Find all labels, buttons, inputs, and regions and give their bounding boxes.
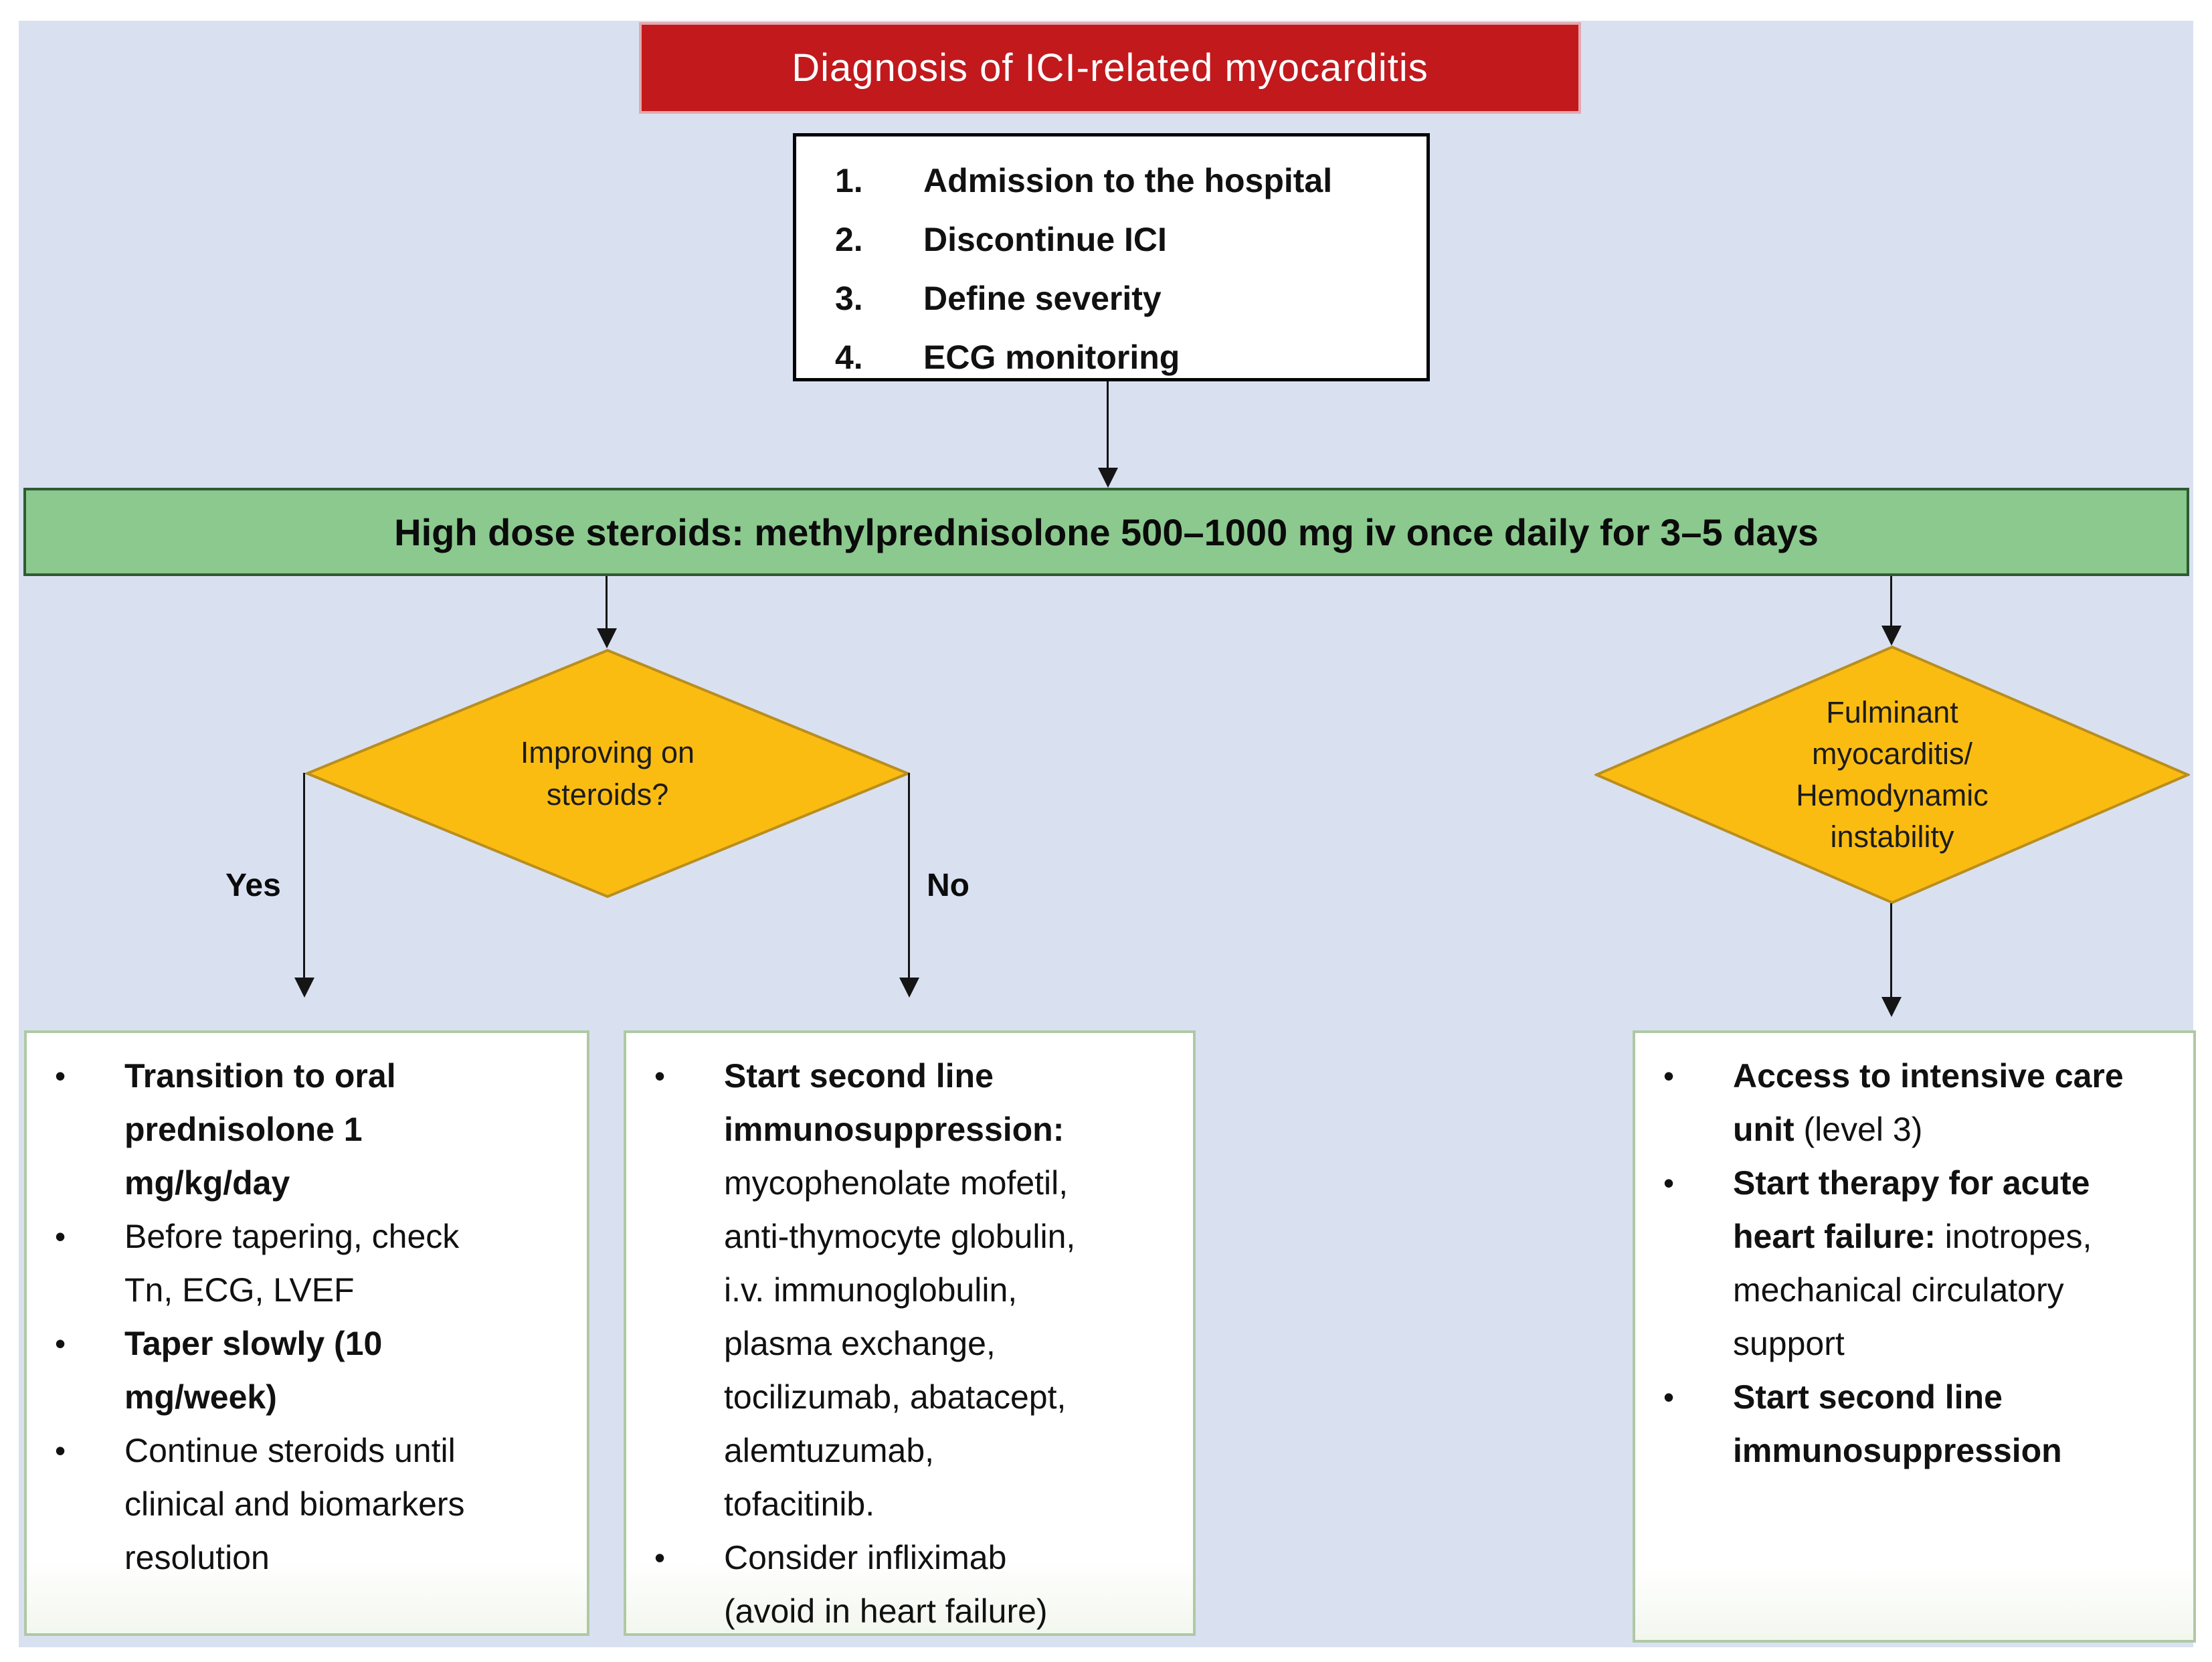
yes-outcome-box: • Transition to oral prednisolone 1 mg/k… bbox=[24, 1030, 589, 1636]
yes-branch-label: Yes bbox=[225, 868, 281, 903]
step-item: 2. Discontinue ICI bbox=[796, 210, 1426, 269]
diagnosis-banner: Diagnosis of ICI-related myocarditis bbox=[639, 22, 1581, 114]
step-number: 3. bbox=[835, 280, 863, 317]
step-item: 3. Define severity bbox=[796, 269, 1426, 328]
diamond-shape-icon bbox=[1594, 646, 2190, 904]
arrow-head-icon bbox=[597, 628, 617, 648]
bullet-text-rest: Consider infliximab (avoid in heart fail… bbox=[724, 1539, 1048, 1630]
banner-title: Diagnosis of ICI-related myocarditis bbox=[792, 46, 1428, 90]
arrow-line bbox=[1890, 903, 1892, 998]
fulminant-decision-label: Fulminant myocarditis/ Hemodynamic insta… bbox=[1796, 695, 1989, 854]
initial-steps-box: 1. Admission to the hospital 2. Disconti… bbox=[793, 133, 1430, 381]
bullet-icon: • bbox=[55, 1326, 66, 1361]
bullet-icon: • bbox=[1663, 1058, 1675, 1093]
bullet-text-rest: inotropes, mechanical circulatory suppor… bbox=[1733, 1218, 2092, 1362]
step-item: 4. ECG monitoring bbox=[796, 328, 1426, 387]
steroids-bar-label: High dose steroids: methylprednisolone 5… bbox=[394, 511, 1819, 553]
arrow-head-icon bbox=[294, 978, 314, 998]
bullet-icon: • bbox=[1663, 1380, 1675, 1414]
no-outcome-box: • Start second line immunosuppression: m… bbox=[624, 1030, 1196, 1636]
improving-decision-diamond: Improving on steroids? bbox=[305, 649, 910, 898]
list-item: • Continue steroids until clinical and b… bbox=[27, 1424, 569, 1584]
bullet-text: Access to intensive care unit (level 3) bbox=[1733, 1049, 2176, 1156]
bullet-text-bold: Start therapy for acute heart failure: bbox=[1733, 1164, 2090, 1255]
list-item: • Access to intensive care unit (level 3… bbox=[1635, 1049, 2176, 1156]
bullet-text-bold: Access to intensive care unit bbox=[1733, 1057, 2124, 1148]
bullet-text-bold: Taper slowly (10 mg/week) bbox=[124, 1325, 383, 1416]
bullet-icon: • bbox=[654, 1540, 666, 1575]
arrow-line bbox=[1890, 576, 1892, 627]
bullet-text-rest: Continue steroids until clinical and bio… bbox=[124, 1432, 465, 1576]
bullet-text-bold: Transition to oral prednisolone 1 mg/kg/… bbox=[124, 1057, 396, 1202]
list-item: • Start therapy for acute heart failure:… bbox=[1635, 1156, 2176, 1370]
list-item: • Transition to oral prednisolone 1 mg/k… bbox=[27, 1049, 569, 1210]
step-label: Discontinue ICI bbox=[923, 221, 1167, 258]
bullet-text: Start second line immunosuppression: myc… bbox=[724, 1049, 1176, 1531]
bullet-text: Start therapy for acute heart failure: i… bbox=[1733, 1156, 2176, 1370]
bullet-icon: • bbox=[55, 1433, 66, 1468]
step-item: 1. Admission to the hospital bbox=[796, 151, 1426, 210]
bullet-text-bold: Start second line immunosuppression bbox=[1733, 1378, 2062, 1469]
fulminant-outcome-box: • Access to intensive care unit (level 3… bbox=[1633, 1030, 2196, 1643]
arrow-line bbox=[303, 773, 305, 979]
step-label: Define severity bbox=[923, 280, 1162, 317]
fulminant-decision-diamond: Fulminant myocarditis/ Hemodynamic insta… bbox=[1594, 646, 2190, 904]
bullet-text-rest: mycophenolate mofetil, anti-thymocyte gl… bbox=[724, 1164, 1076, 1523]
arrow-line bbox=[908, 773, 910, 979]
bullet-icon: • bbox=[654, 1058, 666, 1093]
arrow-head-icon bbox=[899, 978, 919, 998]
arrow-head-icon bbox=[1098, 468, 1118, 488]
diamond-shape-icon bbox=[305, 649, 910, 898]
list-item: • Start second line immunosuppression bbox=[1635, 1370, 2176, 1477]
bullet-icon: • bbox=[55, 1058, 66, 1093]
bullet-text: Transition to oral prednisolone 1 mg/kg/… bbox=[124, 1049, 569, 1210]
step-label: Admission to the hospital bbox=[923, 162, 1333, 199]
list-item: • Before tapering, check Tn, ECG, LVEF bbox=[27, 1210, 569, 1317]
bullet-icon: • bbox=[1663, 1166, 1675, 1200]
step-label: ECG monitoring bbox=[923, 339, 1180, 376]
arrow-head-icon bbox=[1881, 997, 1902, 1017]
bullet-text-rest: Before tapering, check Tn, ECG, LVEF bbox=[124, 1218, 460, 1309]
improving-decision-question: Improving on steroids? bbox=[520, 735, 695, 812]
arrow-head-icon bbox=[1881, 626, 1902, 646]
steroids-bar: High dose steroids: methylprednisolone 5… bbox=[23, 488, 2189, 576]
list-item: • Start second line immunosuppression: m… bbox=[626, 1049, 1176, 1531]
bullet-text: Taper slowly (10 mg/week) bbox=[124, 1317, 569, 1424]
list-item: • Taper slowly (10 mg/week) bbox=[27, 1317, 569, 1424]
bullet-text: Before tapering, check Tn, ECG, LVEF bbox=[124, 1210, 569, 1317]
step-number: 1. bbox=[835, 162, 863, 199]
bullet-text: Continue steroids until clinical and bio… bbox=[124, 1424, 569, 1584]
bullet-text-rest: (level 3) bbox=[1794, 1111, 1923, 1148]
arrow-line bbox=[606, 576, 608, 630]
step-number: 2. bbox=[835, 221, 863, 258]
bullet-text-bold: Start second line immunosuppression: bbox=[724, 1057, 1065, 1148]
arrow-line bbox=[1107, 381, 1109, 469]
no-branch-label: No bbox=[927, 868, 970, 903]
bullet-icon: • bbox=[55, 1219, 66, 1254]
list-item: • Consider infliximab (avoid in heart fa… bbox=[626, 1531, 1176, 1638]
bullet-text: Start second line immunosuppression bbox=[1733, 1370, 2176, 1477]
bullet-text: Consider infliximab (avoid in heart fail… bbox=[724, 1531, 1176, 1638]
step-number: 4. bbox=[835, 339, 863, 376]
